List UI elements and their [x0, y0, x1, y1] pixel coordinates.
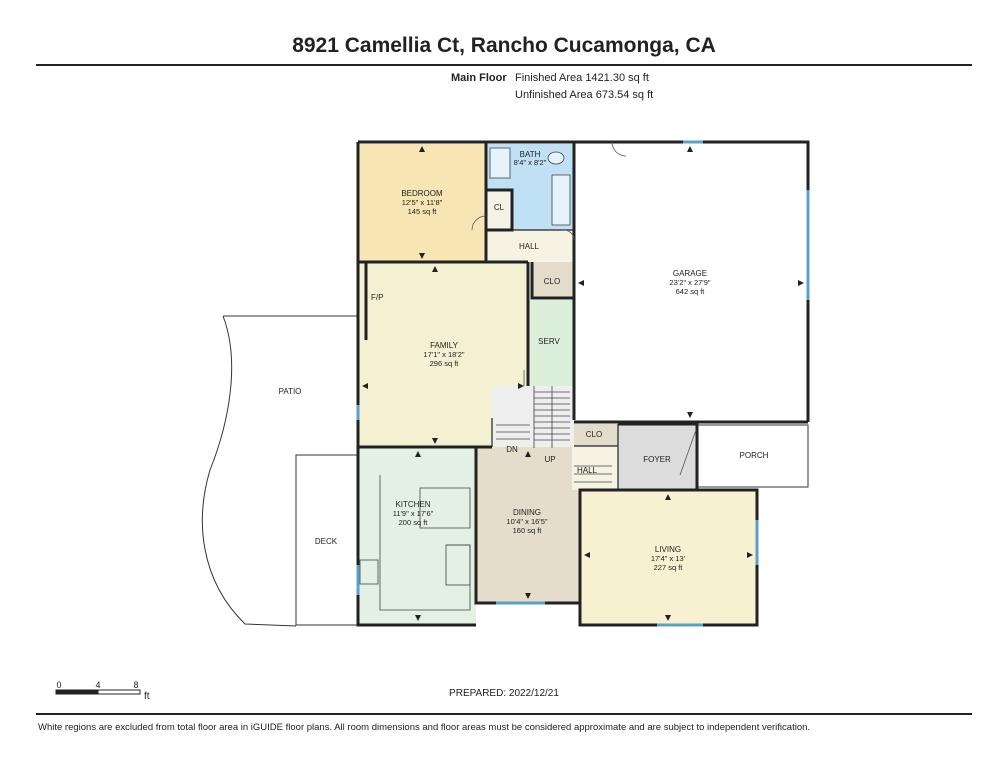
living-area: 227 sq ft [654, 563, 684, 572]
thin-walls [486, 229, 619, 490]
bedroom-dims: 12'5" x 11'8" [402, 198, 443, 207]
dimension-arrows [362, 146, 804, 621]
hall-lower-fill [572, 446, 618, 490]
bath-fixtures [489, 147, 571, 226]
walls [356, 140, 810, 627]
kitchen-area: 200 sq ft [399, 518, 429, 527]
deck-name: DECK [315, 537, 338, 546]
stair-fill [492, 386, 574, 448]
clo-upper-name: CLO [544, 277, 560, 286]
living-fill [580, 490, 757, 625]
scale-bar [55, 689, 141, 695]
bath-dims: 8'4" x 8'2" [514, 158, 547, 167]
windows [356, 140, 810, 627]
porch-name: PORCH [740, 451, 769, 460]
bath-name: BATH [520, 150, 541, 159]
bedroom-name: BEDROOM [401, 189, 443, 198]
kitchen-dims: 11'9" x 17'6" [393, 509, 434, 518]
clo-upper-fill [532, 262, 574, 298]
prepared-date: PREPARED: 2022/12/21 [449, 688, 559, 699]
cl-fill [486, 190, 512, 230]
family-area: 296 sq ft [430, 359, 460, 368]
up-label: UP [544, 455, 555, 464]
hall-upper-fill [486, 230, 574, 262]
fp-name: F/P [371, 293, 383, 302]
serv-name: SERV [538, 337, 560, 346]
kitchen-fill [358, 447, 476, 625]
staircase [496, 386, 612, 483]
garage-name: GARAGE [673, 269, 707, 278]
dining-dims: 10'4" x 16'5" [506, 517, 547, 526]
scale-label-4: 4 [95, 680, 100, 690]
footer-rule [36, 713, 972, 715]
garage-area: 642 sq ft [676, 287, 706, 296]
hall-lower-name: HALL [577, 466, 598, 475]
dining-fill [476, 447, 580, 603]
garage-dims: 23'2" x 27'9" [669, 278, 710, 287]
patio-name: PATIO [279, 387, 302, 396]
floor-name: Main Floor [451, 72, 507, 84]
dn-label: DN [506, 445, 518, 454]
family-dims: 17'1" x 18'2" [423, 350, 464, 359]
living-name: LIVING [655, 545, 681, 554]
dining-area: 160 sq ft [513, 526, 543, 535]
family-name: FAMILY [430, 341, 459, 350]
hall-upper-name: HALL [519, 242, 540, 251]
bedroom-area: 145 sq ft [408, 207, 438, 216]
kitchen-name: KITCHEN [395, 500, 430, 509]
clo-lower-fill [574, 424, 618, 446]
scale-label-8: 8 [133, 680, 138, 690]
clo-lower-name: CLO [586, 430, 602, 439]
disclaimer: White regions are excluded from total fl… [38, 722, 811, 733]
scale-label-0: 0 [56, 680, 61, 690]
foyer-fill [618, 424, 696, 490]
cl-name: CL [494, 203, 505, 212]
finished-area: Finished Area 1421.30 sq ft [515, 72, 649, 84]
patio-outline [201, 315, 357, 627]
porch-outline [697, 424, 809, 488]
plan-title: 8921 Camellia Ct, Rancho Cucamonga, CA [292, 34, 716, 57]
serv-fill [528, 300, 574, 386]
foyer-name: FOYER [643, 455, 671, 464]
bedroom-fill [358, 144, 486, 262]
kitchen-counters [359, 475, 471, 611]
unfinished-area: Unfinished Area 673.54 sq ft [515, 89, 654, 101]
living-dims: 17'4" x 13' [651, 554, 686, 563]
title-rule [36, 64, 972, 66]
dining-name: DINING [513, 508, 541, 517]
scale-unit: ft [144, 691, 150, 702]
doors [471, 141, 697, 476]
